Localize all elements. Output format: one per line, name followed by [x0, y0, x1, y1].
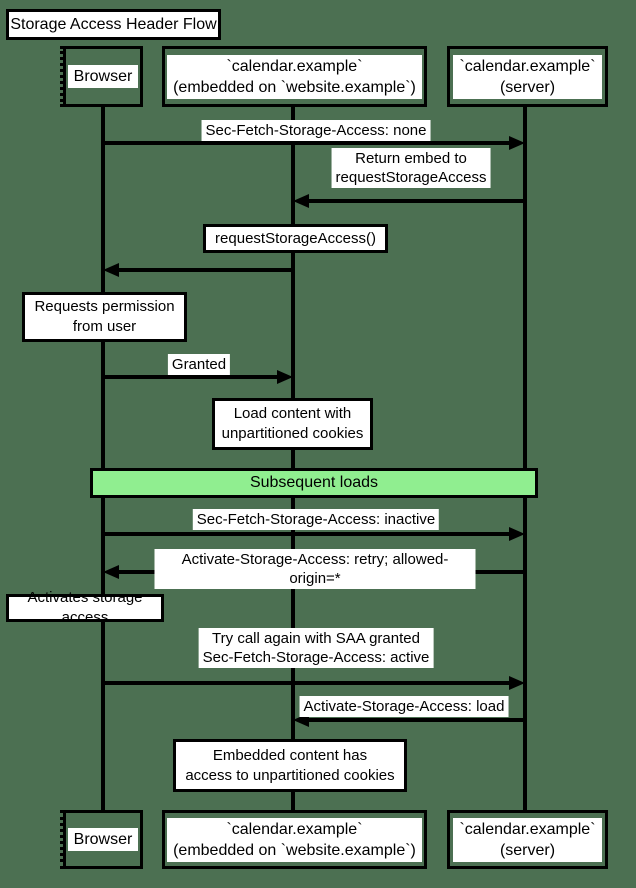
arrowhead-right-icon: [509, 527, 525, 541]
arrow-browser-to-server-1: [103, 136, 525, 150]
arrow-browser-to-server-3: [103, 676, 525, 690]
message-label-request-storage-access: requestStorageAccess(): [203, 224, 388, 253]
diagram-title-box: Storage Access Header Flow: [6, 9, 221, 40]
participant-embed-top: `calendar.example` (embedded on `website…: [162, 46, 427, 107]
band-subsequent-loads: Subsequent loads: [90, 468, 538, 498]
lifeline-embed: [291, 105, 295, 812]
arrowhead-right-icon: [277, 370, 293, 384]
participant-label: `calendar.example` (embedded on `website…: [167, 54, 422, 99]
note-embedded-content-access: Embedded content has access to unpartiti…: [173, 739, 407, 792]
band-label: Subsequent loads: [249, 474, 379, 491]
message-label-sec-fetch-none: Sec-Fetch-Storage-Access: none: [201, 120, 431, 141]
arrowhead-left-icon: [103, 565, 119, 579]
lifeline-server: [523, 105, 527, 812]
participant-label: Browser: [67, 828, 139, 851]
participant-label: `calendar.example` (server): [453, 54, 602, 99]
participant-server-top: `calendar.example` (server): [447, 46, 608, 107]
message-label-activate-load: Activate-Storage-Access: load: [299, 696, 509, 717]
participant-browser-bottom: Browser: [60, 810, 143, 869]
arrow-shaft: [103, 375, 280, 379]
arrow-shaft: [103, 532, 512, 536]
lifeline-browser: [101, 105, 105, 812]
message-label-try-again-active: Try call again with SAA granted Sec-Fetc…: [198, 628, 434, 668]
arrow-shaft: [306, 199, 525, 203]
message-label-return-embed: Return embed to requestStorageAccess: [331, 148, 491, 188]
note-requests-permission: Requests permission from user: [22, 292, 187, 342]
participant-browser-top: Browser: [60, 46, 143, 107]
diagram-title: Storage Access Header Flow: [10, 15, 217, 33]
arrowhead-left-icon: [293, 194, 309, 208]
participant-label: `calendar.example` (embedded on `website…: [167, 817, 422, 862]
arrow-shaft: [103, 141, 512, 145]
arrow-server-to-embed-1: [293, 194, 525, 208]
arrowhead-right-icon: [509, 676, 525, 690]
participant-label: `calendar.example` (server): [453, 817, 602, 862]
note-load-content: Load content with unpartitioned cookies: [212, 398, 373, 450]
arrow-shaft: [116, 268, 293, 272]
participant-server-bottom: `calendar.example` (server): [447, 810, 608, 869]
arrow-shaft: [103, 681, 512, 685]
message-label-activate-retry: Activate-Storage-Access: retry; allowed-…: [154, 549, 476, 589]
participant-embed-bottom: `calendar.example` (embedded on `website…: [162, 810, 427, 869]
participant-label: Browser: [67, 65, 139, 88]
arrow-browser-to-embed-1: [103, 370, 293, 384]
arrowhead-right-icon: [509, 136, 525, 150]
arrow-browser-to-server-2: [103, 527, 525, 541]
arrow-embed-to-browser-1: [103, 263, 293, 277]
note-activates-storage-access: Activates storage access: [6, 589, 164, 626]
message-label-sec-fetch-inactive: Sec-Fetch-Storage-Access: inactive: [192, 509, 440, 530]
arrowhead-left-icon: [103, 263, 119, 277]
arrow-shaft: [306, 718, 525, 722]
message-label-granted: Granted: [167, 354, 231, 375]
